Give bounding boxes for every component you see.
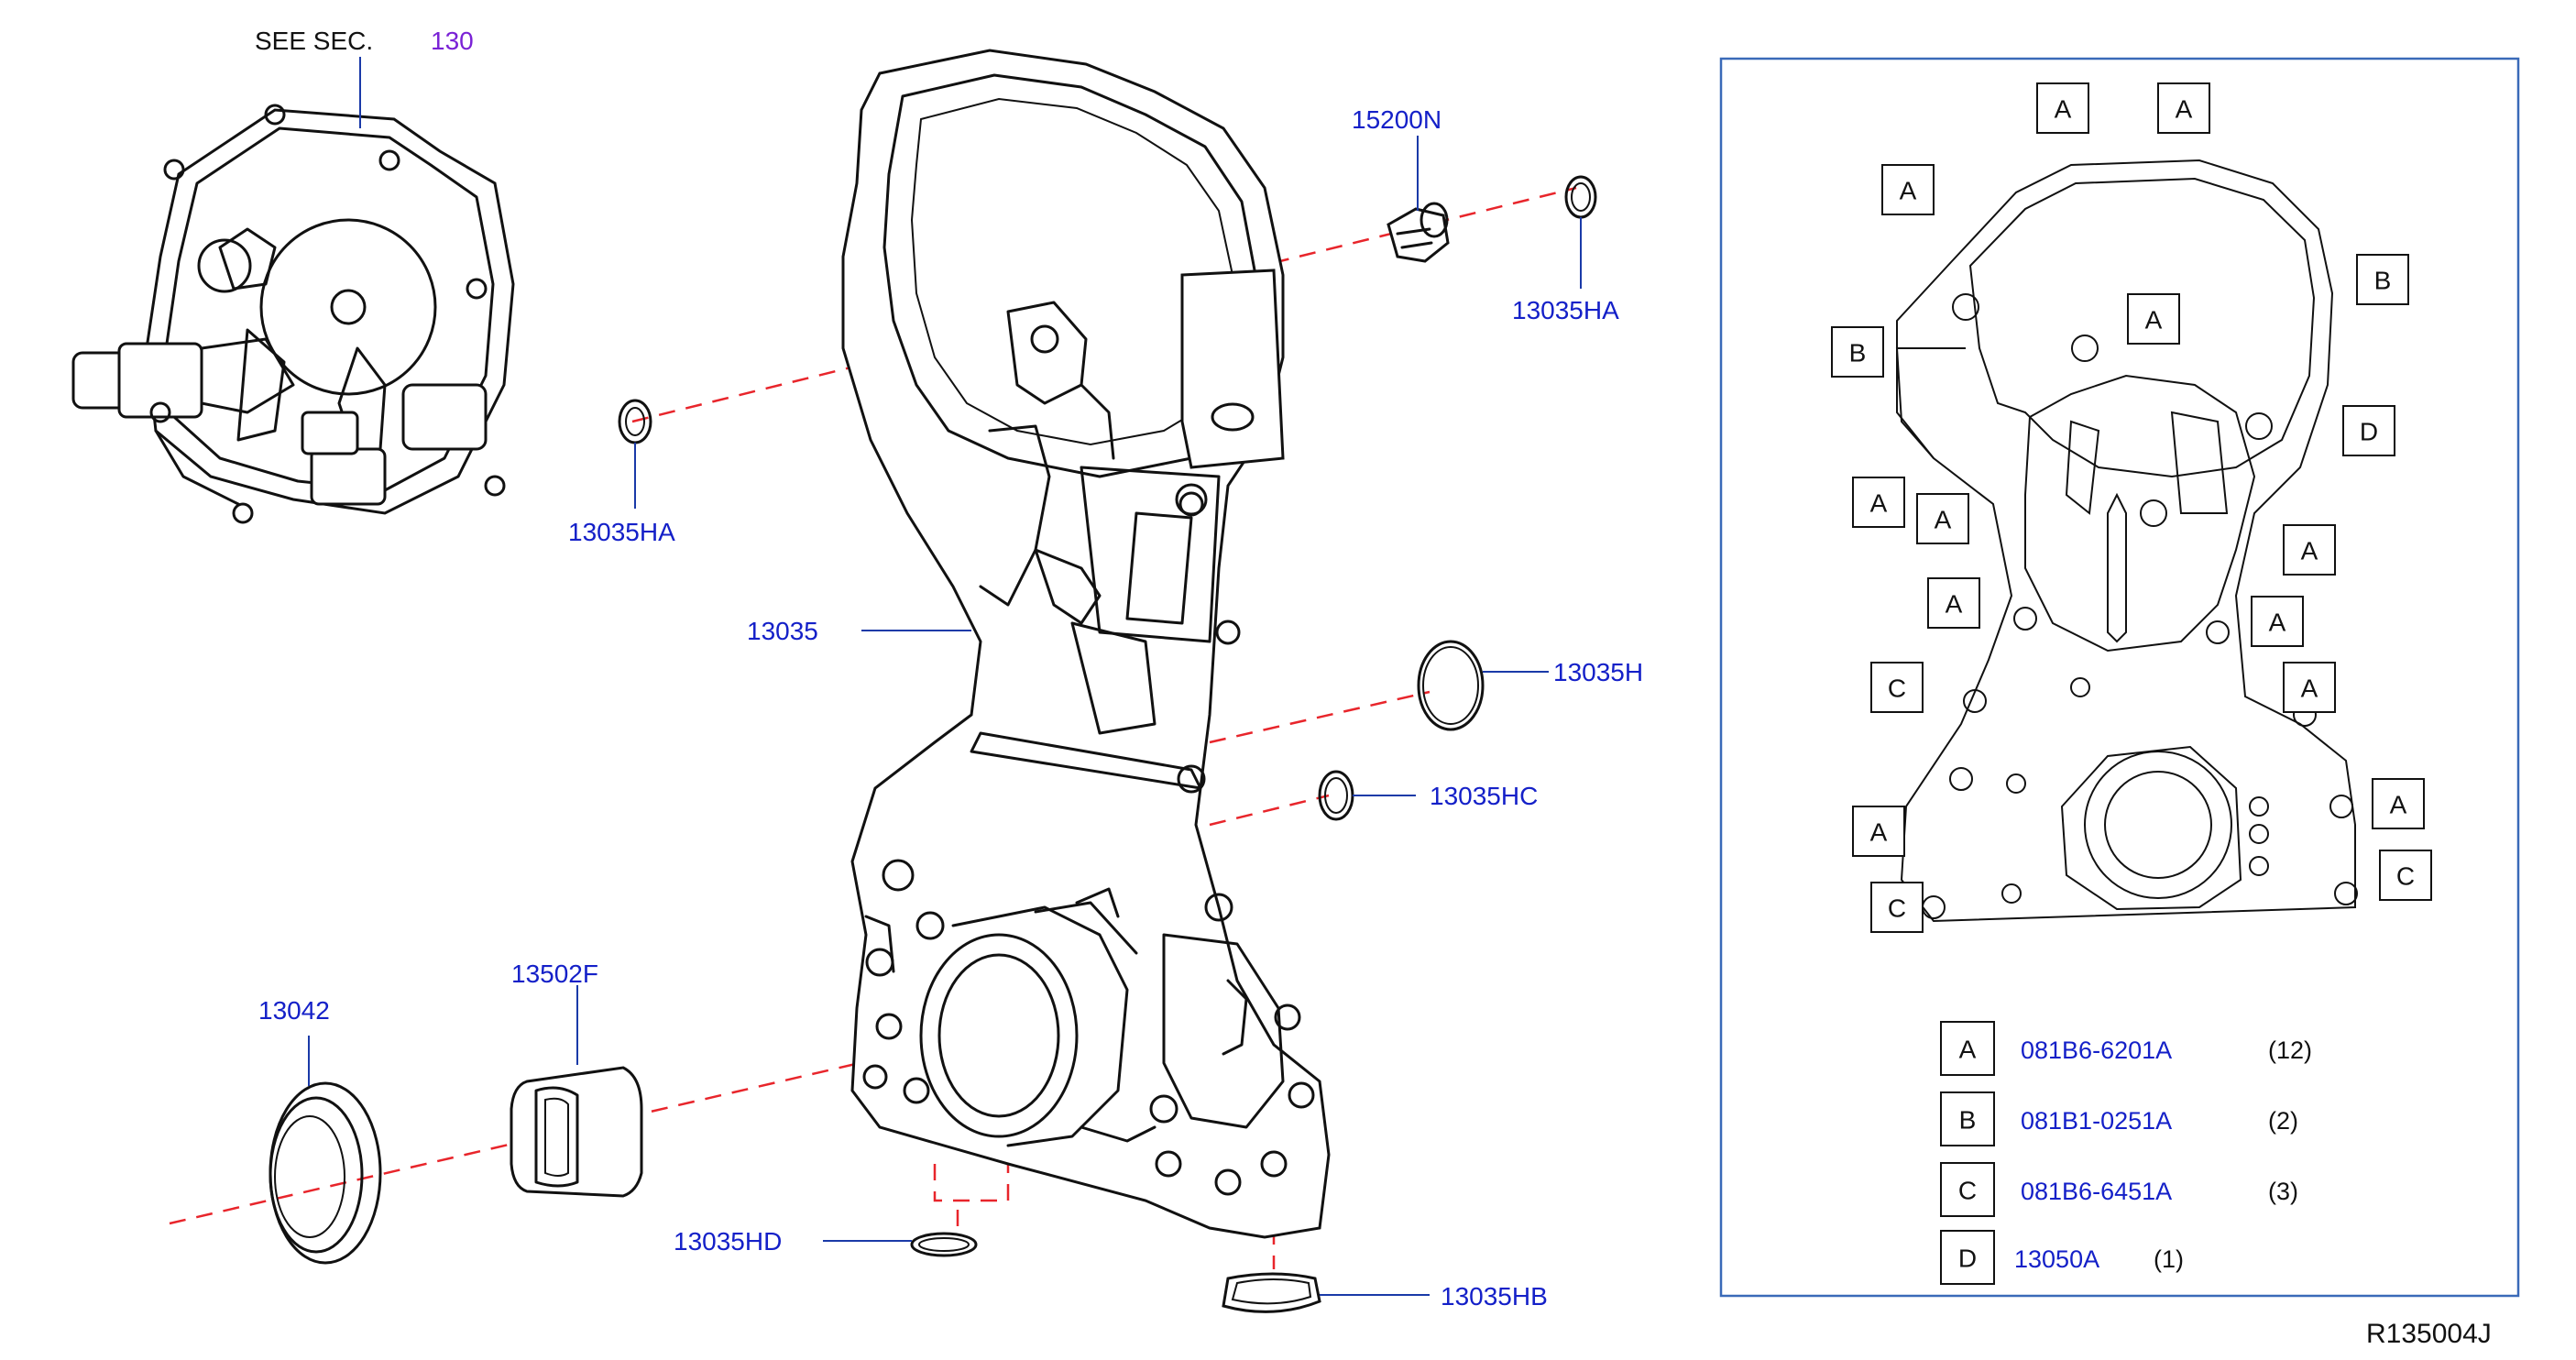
bolt-marker[interactable]: A	[1852, 806, 1905, 857]
bolt-marker-letter: A	[2301, 537, 2318, 565]
bolt-marker-letter: C	[2396, 862, 2415, 891]
bolt-marker-letter: C	[1888, 894, 1906, 923]
collar-13502F	[510, 1066, 643, 1198]
bolt-marker-letter: A	[2301, 675, 2318, 703]
bolt-marker-letter: A	[1900, 177, 1917, 205]
bolt-marker[interactable]: A	[2283, 524, 2336, 576]
legend-quantity: (1)	[2154, 1245, 2184, 1273]
front-oil-seal-13042	[269, 1081, 382, 1265]
callout-13035HC[interactable]: 13035HC	[1430, 782, 1538, 810]
bolt-marker-letter: A	[1946, 590, 1963, 619]
legend-row: A 081B6-6201A (12)	[1940, 1021, 2312, 1076]
bolt-marker[interactable]: A	[1916, 493, 1969, 544]
bolt-marker-letter: A	[1870, 818, 1888, 847]
callout-15200N[interactable]: 15200N	[1352, 105, 1441, 134]
bolt-marker[interactable]: A	[2372, 778, 2425, 829]
bolt-marker[interactable]: D	[2342, 405, 2395, 456]
legend-part-code[interactable]: 081B1-0251A	[2021, 1107, 2172, 1135]
bolt-marker[interactable]: A	[2157, 82, 2210, 134]
legend-quantity: (12)	[2268, 1036, 2312, 1064]
bolt-marker-letter: A	[1935, 506, 1952, 534]
legend-part-code[interactable]: 081B6-6201A	[2021, 1036, 2172, 1064]
callout-13502F[interactable]: 13502F	[511, 960, 598, 988]
legend-letter: D	[1958, 1245, 1977, 1273]
bolt-marker-letter: A	[2269, 609, 2286, 637]
bolt-marker[interactable]: B	[1831, 326, 1884, 378]
leader-lines	[308, 57, 1582, 1296]
bolt-marker-letter: B	[2374, 267, 2392, 295]
legend-letter: C	[1958, 1177, 1977, 1205]
legend-part-code[interactable]: 13050A	[2014, 1245, 2099, 1273]
bolt-marker-letter: A	[2145, 306, 2163, 335]
legend-row: B 081B1-0251A (2)	[1940, 1091, 2298, 1146]
callout-13035[interactable]: 13035	[747, 617, 818, 645]
bolt-map-markers: A A A B A B D A A A A A C A A A C C	[1831, 82, 2432, 933]
legend-quantity: (2)	[2268, 1107, 2298, 1135]
bolt-marker[interactable]: B	[2356, 254, 2409, 305]
bolt-marker[interactable]: A	[2036, 82, 2089, 134]
o-ring-13035HC	[1318, 770, 1354, 821]
bolt-marker-letter: A	[2390, 791, 2407, 819]
callout-13035HB[interactable]: 13035HB	[1441, 1282, 1548, 1311]
bolt-marker[interactable]: A	[1927, 577, 1980, 629]
bolt-marker-letter: A	[2055, 95, 2072, 124]
legend-row: C 081B6-6451A (3)	[1940, 1162, 2298, 1217]
legend-letter: B	[1959, 1106, 1977, 1135]
legend-letter: A	[1959, 1036, 1977, 1064]
bolt-marker[interactable]: A	[2283, 662, 2336, 713]
o-ring-13035H	[1417, 640, 1485, 731]
bolt-marker-letter: C	[1888, 675, 1906, 703]
callout-13042[interactable]: 13042	[258, 996, 330, 1025]
callout-13035HA-left[interactable]: 13035HA	[568, 518, 675, 546]
see-section-prefix: SEE SEC.	[255, 27, 373, 55]
bolt-marker[interactable]: A	[1881, 164, 1935, 215]
vtc-cover-assembly	[71, 104, 515, 524]
bolt-marker[interactable]: A	[2251, 596, 2304, 647]
callout-13035H[interactable]: 13035H	[1553, 658, 1643, 686]
callout-13035HA-right[interactable]: 13035HA	[1512, 296, 1619, 324]
gasket-13035HD	[910, 1232, 978, 1257]
bolt-marker[interactable]: C	[1870, 882, 1924, 933]
legend-part-code[interactable]: 081B6-6451A	[2021, 1178, 2172, 1205]
bolt-marker[interactable]: C	[1870, 662, 1924, 713]
bolt-marker[interactable]: A	[1852, 477, 1905, 528]
gasket-13035HB	[1222, 1272, 1321, 1313]
bolt-marker-letter: A	[2176, 95, 2193, 124]
bolt-map-frame	[1719, 57, 2520, 1298]
bolt-marker-letter: D	[2360, 418, 2378, 446]
bolt-marker-letter: A	[1870, 489, 1888, 518]
diagram-id: R135004J	[2366, 1319, 2492, 1349]
bolt-marker-letter: B	[1849, 339, 1867, 367]
oil-strainer-15200N	[1387, 202, 1450, 263]
o-ring-13035HA-right	[1564, 175, 1597, 219]
legend-quantity: (3)	[2268, 1178, 2298, 1205]
bolt-map-cover-outline	[1895, 159, 2358, 923]
see-section-number[interactable]: 130	[431, 27, 474, 55]
bolt-marker[interactable]: C	[2379, 850, 2432, 901]
legend-row: D 13050A (1)	[1940, 1230, 2184, 1285]
fastener-legend: A 081B6-6201A (12) B 081B1-0251A (2) C 081B6-64…	[1940, 1021, 2312, 1285]
front-timing-cover	[841, 49, 1331, 1239]
bolt-marker[interactable]: A	[2127, 293, 2180, 345]
callout-13035HD[interactable]: 13035HD	[674, 1227, 782, 1256]
